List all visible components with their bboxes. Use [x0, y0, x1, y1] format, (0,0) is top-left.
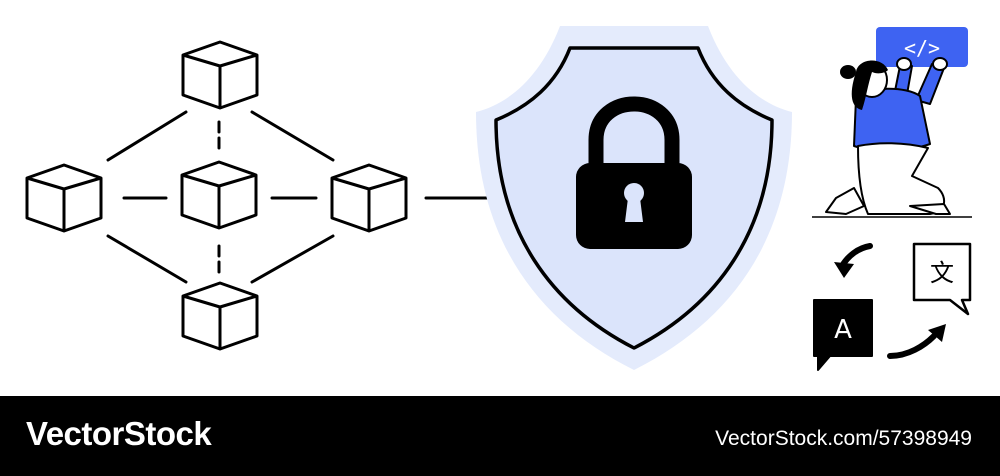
- blockchain-network-icon: [106, 110, 494, 284]
- block-cube-left: [25, 163, 103, 233]
- brand-logo-text: VectorStock: [26, 415, 212, 452]
- translation-icon: A 文: [813, 242, 972, 371]
- developer-person-icon: </>: [812, 27, 972, 218]
- watermark-footer: VectorStock VectorStock.com/57398949: [0, 396, 1000, 476]
- block-cube-bottom: [181, 281, 259, 351]
- padlock-icon: [576, 96, 692, 249]
- target-language-glyph: 文: [930, 259, 954, 287]
- code-tag-badge: [876, 27, 968, 67]
- stock-id-text: VectorStock.com/57398949: [715, 427, 972, 450]
- source-language-glyph: A: [834, 315, 852, 345]
- code-tag-label: </>: [904, 36, 940, 60]
- block-cube-top: [181, 40, 259, 110]
- block-cube-center: [180, 160, 258, 230]
- speech-bubble-source: A: [813, 299, 873, 371]
- illustration: </> A 文: [25, 26, 972, 371]
- speech-bubble-target: 文: [912, 242, 972, 316]
- block-cube-right: [330, 163, 408, 233]
